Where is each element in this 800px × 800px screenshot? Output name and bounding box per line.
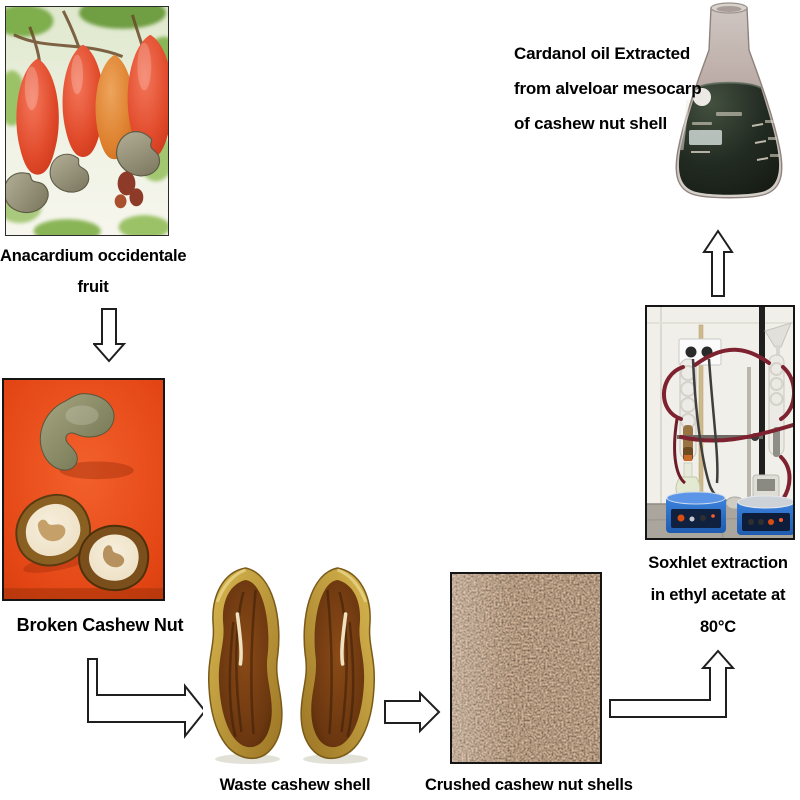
waste-shell-illustration	[207, 566, 377, 766]
cashew-tree-fruits-photo	[5, 6, 169, 236]
caption-line: in ethyl acetate at	[650, 586, 786, 604]
caption-soxhlet-extraction: Soxhlet extraction in ethyl acetate at 8…	[632, 547, 800, 643]
caption-line: from alveloar mesocarp	[514, 79, 702, 98]
caption-line: Soxhlet extraction	[648, 554, 788, 572]
right-arrow-icon	[384, 690, 441, 734]
caption-line: of cashew nut shell	[514, 114, 668, 133]
soxhlet-illustration	[647, 307, 793, 538]
crushed-cashew-shells-photo	[450, 572, 602, 764]
caption-anacardium-fruit: Anacardium occidentale fruit	[0, 241, 187, 303]
caption-line: fruit	[77, 278, 109, 296]
caption-line: Waste cashew shell	[219, 776, 371, 794]
caption-cardanol-oil: Cardanol oil Extracted from alveloar mes…	[514, 36, 714, 141]
cardanol-oil-flask-photo	[668, 0, 790, 212]
broken-nut-illustration	[4, 380, 163, 599]
caption-line: 80°C	[699, 618, 737, 636]
caption-broken-cashew-nut: Broken Cashew Nut	[0, 612, 200, 638]
up-arrow-icon	[702, 229, 734, 297]
caption-line: Broken Cashew Nut	[16, 615, 184, 635]
cashew-tree-illustration	[6, 7, 168, 235]
elbow-down-right-arrow-icon	[87, 658, 207, 739]
elbow-right-up-arrow-icon	[609, 649, 736, 718]
waste-cashew-shell-photo	[203, 562, 380, 767]
broken-cashew-nut-photo	[2, 378, 165, 601]
soxhlet-apparatus-photo	[645, 305, 795, 540]
caption-line: Crushed cashew nut shells	[425, 776, 633, 794]
flask-illustration	[675, 2, 783, 199]
caption-line: Cardanol oil Extracted	[514, 44, 691, 63]
crushed-shell-texture	[452, 574, 600, 762]
caption-waste-cashew-shell: Waste cashew shell	[200, 772, 390, 798]
caption-line: Anacardium occidentale	[0, 247, 187, 265]
down-arrow-icon	[93, 308, 127, 363]
caption-crushed-cashew-shells: Crushed cashew nut shells	[425, 772, 633, 798]
